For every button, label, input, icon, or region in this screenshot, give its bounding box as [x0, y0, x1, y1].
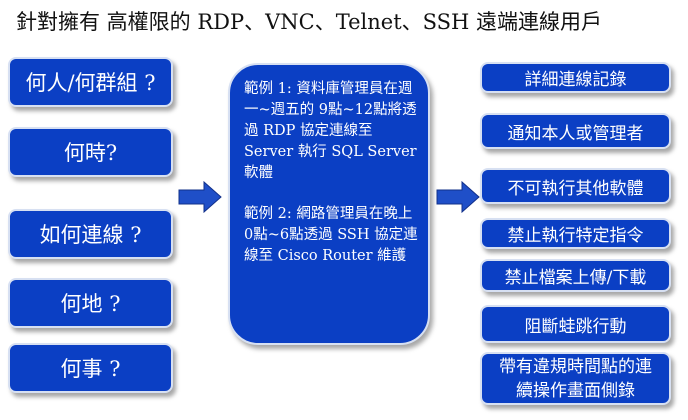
- who-box: 何人/何群組 ?: [8, 57, 173, 107]
- how-box: 如何連線 ?: [8, 209, 173, 259]
- what-box: 何事 ?: [8, 343, 173, 393]
- example-panel: 範例 1: 資料庫管理員在週一~週五的 9點~12點將透過 RDP 協定連線至 …: [228, 63, 430, 345]
- diagram-title: 針對擁有 高權限的 RDP、VNC、Telnet、SSH 遠端連線用戶: [16, 10, 603, 34]
- action-block-commands: 禁止執行特定指令: [480, 218, 671, 249]
- action-connection-log: 詳細連線記錄: [480, 62, 671, 93]
- action-notify: 通知本人或管理者: [480, 113, 671, 149]
- where-box: 何地 ?: [8, 278, 173, 328]
- example-2-text: 範例 2: 網路管理員在晚上 0點~6點透過 SSH 協定連線至 Cisco R…: [244, 206, 418, 264]
- example-1-text: 範例 1: 資料庫管理員在週一~週五的 9點~12點將透過 RDP 協定連線至 …: [244, 81, 417, 181]
- action-block-file-transfer: 禁止檔案上傳/下載: [480, 259, 671, 292]
- when-box: 何時?: [8, 127, 173, 177]
- action-block-software: 不可執行其他軟體: [480, 168, 671, 204]
- action-screen-recording: 帶有違規時間點的連續操作畫面側錄: [480, 352, 671, 405]
- action-block-hopping: 阻斷蛙跳行動: [480, 305, 671, 343]
- right-arrow-icon: [436, 181, 480, 213]
- left-arrow-icon: [178, 181, 222, 213]
